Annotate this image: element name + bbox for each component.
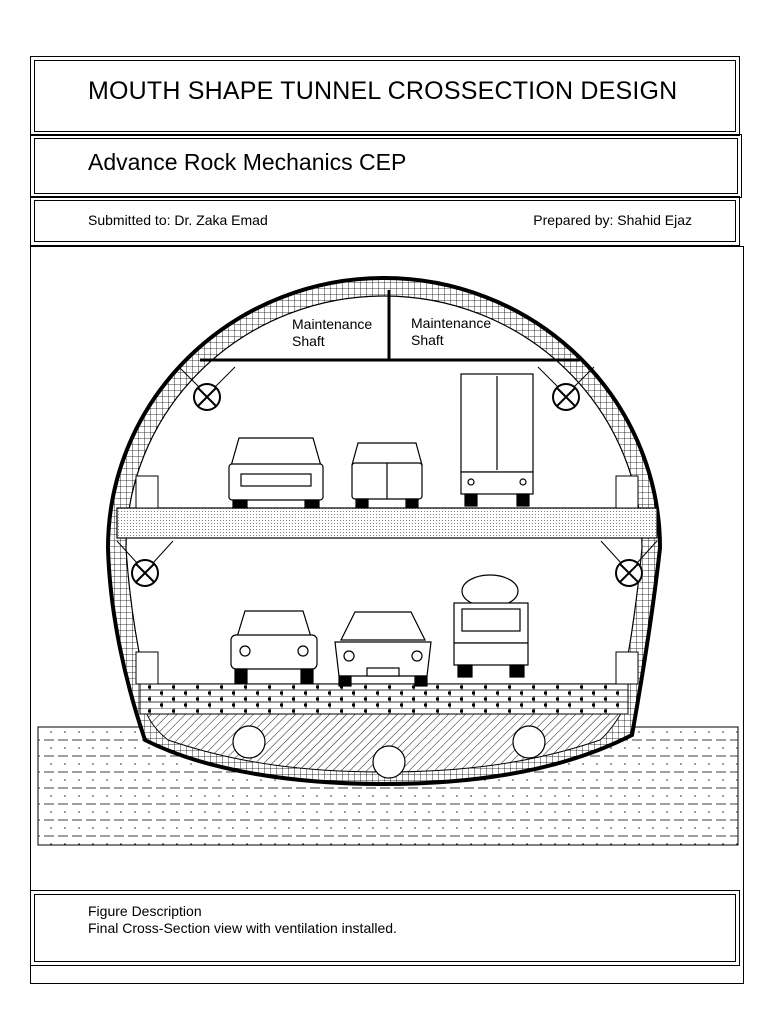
sheet-title: MOUTH SHAPE TUNNEL CROSSECTION DESIGN (88, 77, 678, 105)
ventilation-fan-icon (178, 366, 236, 411)
shaft-left-label-line2: Shaft (292, 333, 325, 349)
figure-description-heading: Figure Description (88, 903, 202, 919)
title-block (30, 56, 740, 136)
prepared-by: Prepared by: Shahid Ejaz (533, 212, 692, 228)
description-block (30, 890, 740, 966)
shaft-right-label-line2: Shaft (411, 332, 444, 348)
sheet-subtitle: Advance Rock Mechanics CEP (88, 149, 407, 175)
submitted-to: Submitted to: Dr. Zaka Emad (88, 212, 268, 228)
drainage-pipe-center (372, 745, 406, 779)
van-rear-icon (351, 442, 423, 508)
shaft-right-label-line1: Maintenance (411, 315, 491, 331)
middle-deck-slab (116, 507, 658, 539)
subtitle-block (30, 134, 742, 198)
tanker-truck-front-icon (453, 574, 529, 678)
ventilation-fan-icon (537, 366, 595, 411)
station-wagon-rear-icon (228, 437, 324, 509)
drawing-frame (30, 246, 744, 984)
shaft-left-label-line1: Maintenance (292, 316, 372, 332)
roadbed-bricks (139, 683, 629, 715)
sports-car-front-icon (334, 611, 432, 687)
ventilation-fan-icon (600, 540, 658, 587)
sedan-front-icon (230, 610, 318, 684)
figure-description-text: Final Cross-Section view with ventilatio… (88, 920, 397, 936)
curb-blocks (135, 475, 639, 685)
drainage-pipe-left (232, 725, 266, 759)
info-block (30, 196, 740, 246)
drainage-pipe-right (512, 725, 546, 759)
ventilation-fan-icon (116, 540, 174, 587)
maintenance-shaft-structure (200, 290, 580, 362)
box-truck-rear-icon (460, 373, 534, 507)
